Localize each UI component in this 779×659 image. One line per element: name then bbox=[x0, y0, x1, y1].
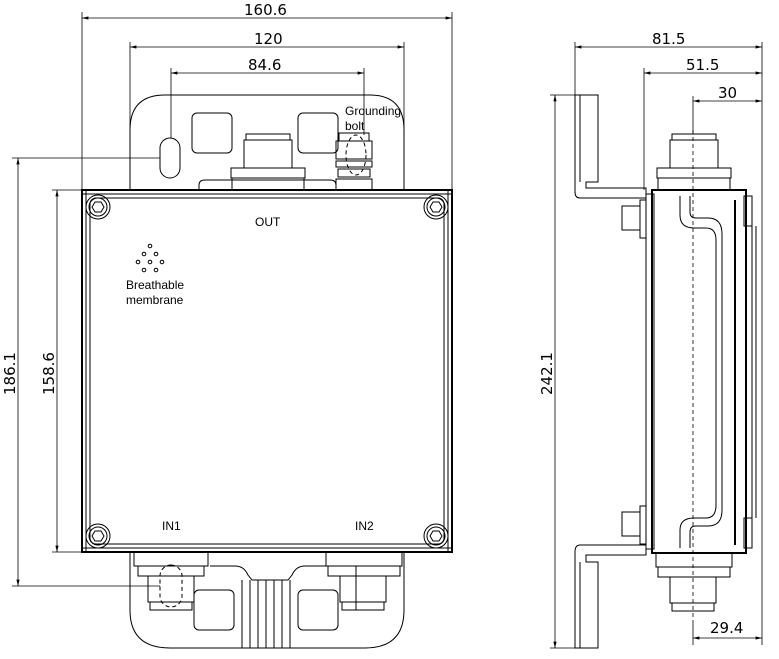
side-bottom-connector bbox=[655, 552, 733, 612]
enclosure-lid bbox=[89, 197, 445, 545]
grounding-label-line2: bolt bbox=[345, 119, 365, 133]
dimension-158-6: 158.6 bbox=[40, 189, 82, 553]
grounding-label-line1: Grounding bbox=[345, 104, 401, 118]
grounding-bolt bbox=[335, 132, 373, 191]
corner-screw bbox=[85, 194, 111, 220]
side-screw bbox=[621, 205, 641, 231]
dimension-30: 30 bbox=[692, 84, 762, 134]
svg-text:160.6: 160.6 bbox=[244, 1, 287, 19]
dimension-120: 120 bbox=[129, 30, 405, 190]
corner-screw bbox=[423, 194, 449, 220]
svg-text:158.6: 158.6 bbox=[40, 352, 58, 395]
side-view: 81.5 51.5 30 242.1 29.4 bbox=[538, 30, 763, 649]
out-label: OUT bbox=[255, 215, 281, 229]
svg-text:120: 120 bbox=[254, 30, 283, 48]
dimension-186-1: 186.1 bbox=[1, 157, 160, 587]
side-top-connector bbox=[656, 133, 732, 191]
corner-screw bbox=[423, 523, 449, 549]
svg-text:51.5: 51.5 bbox=[686, 56, 719, 74]
top-mounting-bracket bbox=[129, 94, 405, 190]
svg-text:29.4: 29.4 bbox=[710, 619, 743, 637]
bottom-mounting-bracket bbox=[129, 552, 405, 649]
in2-connector bbox=[325, 551, 403, 611]
corner-screw bbox=[85, 523, 111, 549]
membrane-label-line2: membrane bbox=[126, 293, 184, 307]
bracket-slot bbox=[297, 589, 339, 631]
bracket-slot bbox=[297, 112, 339, 154]
dimension-81-5: 81.5 bbox=[574, 30, 763, 645]
mounting-hole bbox=[159, 137, 181, 179]
svg-text:84.6: 84.6 bbox=[248, 56, 281, 74]
in2-label: IN2 bbox=[355, 519, 374, 533]
out-connector bbox=[230, 133, 306, 191]
side-enclosure bbox=[651, 189, 747, 554]
in1-label: IN1 bbox=[162, 519, 181, 533]
bracket-slot bbox=[193, 589, 235, 631]
dimension-242-1: 242.1 bbox=[538, 94, 575, 649]
dimension-29-4: 29.4 bbox=[692, 619, 762, 645]
bracket-slot bbox=[191, 112, 233, 154]
dimension-160-6: 160.6 bbox=[81, 1, 453, 190]
enclosure-outline bbox=[81, 189, 453, 553]
svg-text:30: 30 bbox=[718, 84, 737, 102]
side-screw bbox=[621, 511, 641, 537]
side-bracket-top bbox=[574, 94, 647, 199]
svg-text:242.1: 242.1 bbox=[538, 352, 556, 395]
svg-text:81.5: 81.5 bbox=[652, 30, 685, 48]
breathable-membrane-icon bbox=[135, 243, 165, 273]
dimension-84-6: 84.6 bbox=[170, 56, 365, 138]
front-view: OUT IN1 IN2 Breathable membrane Groundin… bbox=[1, 1, 453, 649]
side-bracket-bottom bbox=[574, 544, 647, 649]
membrane-label-line1: Breathable bbox=[126, 278, 184, 292]
svg-text:186.1: 186.1 bbox=[1, 352, 19, 395]
in1-connector bbox=[133, 551, 209, 611]
dimension-51-5: 51.5 bbox=[643, 56, 762, 190]
